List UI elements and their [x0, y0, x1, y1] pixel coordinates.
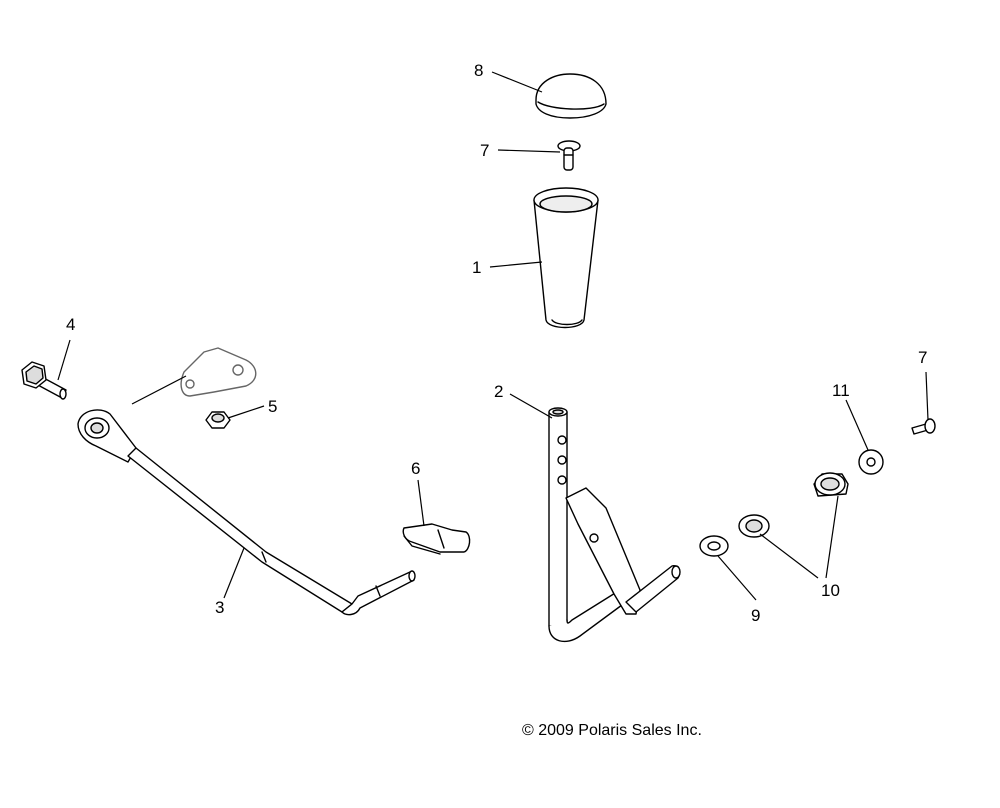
leader-lines — [57, 71, 929, 601]
part-7-screw-top — [557, 140, 581, 171]
part-10-bushing-b — [813, 472, 849, 497]
callout-8: 8 — [474, 61, 483, 80]
callout-5: 5 — [268, 397, 277, 416]
callout-7-top: 7 — [480, 141, 489, 160]
callout-6: 6 — [411, 459, 420, 478]
callout-9: 9 — [751, 606, 760, 625]
callout-1: 1 — [472, 258, 481, 277]
part-2-shift-lever — [548, 407, 681, 643]
callout-3: 3 — [215, 598, 224, 617]
callout-10: 10 — [821, 581, 840, 600]
bracket — [180, 347, 257, 397]
callout-7-right: 7 — [918, 348, 927, 367]
part-11-washer — [858, 449, 884, 475]
part-9-washer — [699, 535, 729, 557]
part-7-screw-right — [911, 418, 936, 435]
part-4-bolt — [21, 361, 67, 400]
callout-2: 2 — [494, 382, 503, 401]
callout-11: 11 — [832, 381, 850, 400]
part-5-nut — [205, 411, 231, 429]
part-10-bushing-a — [738, 514, 770, 538]
part-1-grip — [533, 187, 599, 329]
part-3-shift-rod — [77, 409, 416, 616]
part-6-clip — [402, 523, 471, 555]
callout-4: 4 — [66, 315, 75, 334]
copyright-notice: © 2009 Polaris Sales Inc. — [522, 722, 702, 739]
part-8-cap — [535, 73, 607, 119]
